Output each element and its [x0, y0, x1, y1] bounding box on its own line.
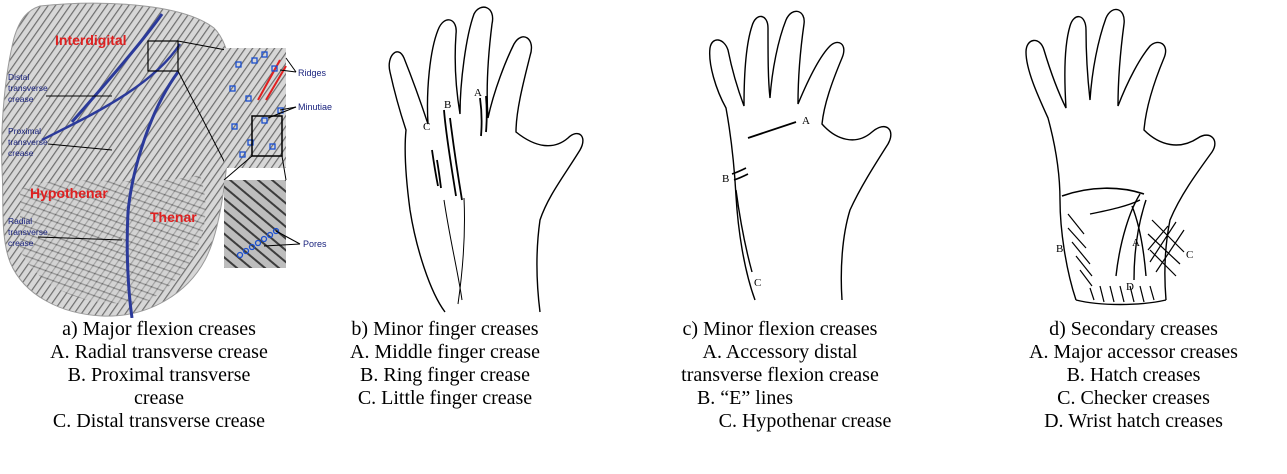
- caption-d-line: B. Hatch creases: [980, 364, 1287, 387]
- hand-sketch-c: A B C: [660, 0, 960, 318]
- interdigital-label: Interdigital: [55, 32, 127, 48]
- svg-text:transverse: transverse: [8, 137, 48, 147]
- caption-d-title: d) Secondary creases: [980, 318, 1287, 341]
- mark-b: B: [722, 173, 729, 185]
- hypothenar-label: Hypothenar: [30, 185, 108, 201]
- svg-text:crease: crease: [8, 238, 34, 248]
- caption-a-line: B. Proximal transverse: [0, 364, 318, 387]
- panel-d: A B C D d) Secondary creases A. Major ac…: [980, 0, 1287, 474]
- svg-text:crease: crease: [8, 94, 34, 104]
- hand-outline: [389, 7, 583, 312]
- caption-a: a) Major flexion creases A. Radial trans…: [0, 318, 318, 433]
- mark-a: A: [474, 87, 482, 99]
- caption-b-line: C. Little finger crease: [300, 387, 590, 410]
- accessory-distal-crease: [748, 122, 796, 138]
- mark-a: A: [802, 115, 810, 127]
- svg-text:transverse: transverse: [8, 83, 48, 93]
- caption-c-title: c) Minor flexion creases: [635, 318, 925, 341]
- caption-c-line: C. Hypothenar crease: [635, 410, 925, 433]
- svg-text:crease: crease: [8, 148, 34, 158]
- caption-b: b) Minor finger creases A. Middle finger…: [300, 318, 590, 410]
- wrist-hatch-creases: [1090, 286, 1154, 302]
- hatch-creases: [1068, 214, 1092, 286]
- mark-c: C: [1186, 249, 1193, 261]
- caption-c-line: B. “E” lines: [635, 387, 925, 410]
- caption-b-line: A. Middle finger crease: [300, 341, 590, 364]
- panel-b: A B C b) Minor finger creases A. Middle …: [340, 0, 630, 474]
- mark-d: D: [1126, 281, 1134, 293]
- caption-c: c) Minor flexion creases A. Accessory di…: [635, 318, 925, 433]
- caption-a-title: a) Major flexion creases: [0, 318, 318, 341]
- ridges-label: Ridges: [298, 68, 327, 78]
- caption-d-line: D. Wrist hatch creases: [980, 410, 1287, 433]
- hand-sketch-d: A B C D: [980, 0, 1287, 318]
- mark-c: C: [423, 121, 430, 133]
- hand-outline: [710, 11, 891, 300]
- caption-b-line: B. Ring finger crease: [300, 364, 590, 387]
- caption-a-line: A. Radial transverse crease: [0, 341, 318, 364]
- svg-text:transverse: transverse: [8, 227, 48, 237]
- caption-c-line: A. Accessory distal: [635, 341, 925, 364]
- panel-a: Interdigital Hypothenar Thenar Distal tr…: [0, 0, 335, 474]
- caption-d-line: C. Checker creases: [980, 387, 1287, 410]
- caption-b-title: b) Minor finger creases: [300, 318, 590, 341]
- mark-a: A: [1132, 237, 1140, 249]
- svg-text:Proximal: Proximal: [8, 126, 41, 136]
- mark-c: C: [754, 277, 761, 289]
- caption-d: d) Secondary creases A. Major accessor c…: [980, 318, 1287, 433]
- hand-sketch-b: A B C: [340, 0, 630, 318]
- caption-c-line: transverse flexion crease: [635, 364, 925, 387]
- palmprint-figure: Interdigital Hypothenar Thenar Distal tr…: [0, 0, 335, 318]
- svg-text:Distal: Distal: [8, 72, 29, 82]
- caption-a-line: crease: [0, 387, 318, 410]
- svg-text:Radial: Radial: [8, 216, 32, 226]
- pores-label: Pores: [303, 239, 327, 249]
- mark-b: B: [1056, 243, 1063, 255]
- pores-detail: [224, 180, 286, 268]
- caption-a-line: C. Distal transverse crease: [0, 410, 318, 433]
- thenar-label: Thenar: [150, 209, 197, 225]
- caption-d-line: A. Major accessor creases: [980, 341, 1287, 364]
- panel-c: A B C c) Minor flexion creases A. Access…: [660, 0, 960, 474]
- mark-b: B: [444, 99, 451, 111]
- minutiae-label: Minutiae: [298, 102, 332, 112]
